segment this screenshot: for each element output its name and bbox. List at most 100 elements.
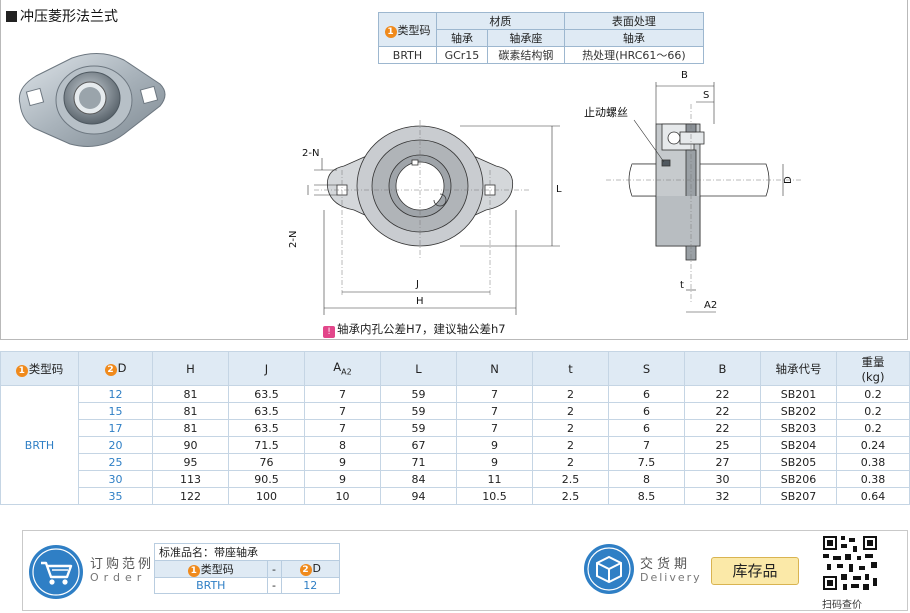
table-cell: 122 — [152, 487, 229, 505]
order-title-en: Order — [90, 571, 147, 584]
badge-2-icon: 2 — [104, 364, 117, 376]
table-cell: 113 — [152, 470, 229, 488]
table-cell: 6 — [608, 419, 685, 437]
table-cell: 81 — [152, 419, 229, 437]
table-cell: 59 — [380, 402, 457, 420]
dim-b: B — [681, 70, 688, 81]
col-header-h: H — [152, 351, 229, 386]
table-cell: SB205 — [760, 453, 837, 471]
material-value: 热处理(HRC61～66) — [563, 46, 705, 64]
side-view-drawing: B S D t A2 止动螺丝 — [584, 70, 801, 313]
dim-t: t — [680, 280, 684, 291]
dim-2n-side: 2-N — [288, 231, 299, 248]
table-cell: 2 — [532, 385, 609, 403]
table-cell: 7.5 — [608, 453, 685, 471]
table-cell: 12 — [78, 385, 153, 403]
table-cell: 2 — [532, 402, 609, 420]
table-cell: 22 — [684, 419, 761, 437]
table-cell: 95 — [152, 453, 229, 471]
front-view-drawing: 2-N 2-N L J H — [288, 120, 562, 315]
table-cell: 8 — [304, 436, 381, 454]
std-name-label: 标准品名：带座轴承 — [154, 543, 340, 561]
table-cell: 17 — [78, 419, 153, 437]
table-cell: 59 — [380, 419, 457, 437]
table-cell: 59 — [380, 385, 457, 403]
dim-s: S — [703, 90, 709, 101]
order-title: 订购范例 — [90, 557, 155, 572]
table-cell: SB202 — [760, 402, 837, 420]
table-cell: 76 — [228, 453, 305, 471]
table-cell: SB201 — [760, 385, 837, 403]
sub-header: 轴承 — [563, 29, 705, 47]
dim-2n-top: 2-N — [302, 148, 319, 159]
table-cell: 81 — [152, 385, 229, 403]
table-cell: 35 — [78, 487, 153, 505]
stock-button[interactable]: 库存品 — [711, 557, 799, 585]
delivery-box-icon — [584, 544, 634, 594]
table-cell: 90 — [152, 436, 229, 454]
table-cell: 0.38 — [836, 470, 910, 488]
table-cell: 94 — [380, 487, 457, 505]
sub-header: 轴承座 — [486, 29, 565, 47]
table-cell: 84 — [380, 470, 457, 488]
table-cell: SB207 — [760, 487, 837, 505]
material-header: 材质 — [436, 12, 565, 30]
col-header-bearing-code: 轴承代号 — [760, 351, 837, 386]
col-header-n: N — [456, 351, 533, 386]
material-value: 碳素结构钢 — [486, 46, 565, 64]
table-cell: 0.24 — [836, 436, 910, 454]
table-cell: 67 — [380, 436, 457, 454]
order-type-value: BRTH — [154, 577, 268, 594]
table-cell: 10 — [304, 487, 381, 505]
table-cell: 9 — [456, 453, 533, 471]
table-cell: 30 — [78, 470, 153, 488]
order-d-value: 12 — [280, 577, 341, 594]
table-cell: 8.5 — [608, 487, 685, 505]
delivery-title: 交货期 — [640, 557, 692, 572]
badge-2-icon: 2 — [299, 564, 312, 576]
sub-header: 轴承 — [436, 29, 488, 47]
table-cell: 100 — [228, 487, 305, 505]
table-cell: 63.5 — [228, 419, 305, 437]
table-cell: 0.64 — [836, 487, 910, 505]
col-header-weight: 重量(kg) — [836, 351, 910, 386]
table-cell: 0.2 — [836, 402, 910, 420]
col-header-t: t — [532, 351, 609, 386]
col-header-b: B — [684, 351, 761, 386]
dim-j: J — [415, 279, 419, 290]
table-cell: 90.5 — [228, 470, 305, 488]
dim-l: L — [556, 184, 562, 195]
badge-1-icon: 1 — [15, 364, 28, 377]
warning-icon: ! — [323, 326, 335, 338]
table-cell: 0.2 — [836, 419, 910, 437]
table-cell: 7 — [304, 385, 381, 403]
table-cell: 7 — [304, 402, 381, 420]
table-cell: 0.38 — [836, 453, 910, 471]
table-cell: 7 — [456, 385, 533, 403]
table-cell: 9 — [304, 470, 381, 488]
table-cell: 2 — [532, 453, 609, 471]
table-cell: 9 — [456, 436, 533, 454]
order-dash: - — [266, 577, 282, 594]
col-header-l: L — [380, 351, 457, 386]
product-photo — [18, 53, 166, 147]
qr-code-icon[interactable] — [821, 534, 879, 592]
table-cell: 8 — [608, 470, 685, 488]
table-cell: 71.5 — [228, 436, 305, 454]
table-cell: 15 — [78, 402, 153, 420]
table-cell: SB203 — [760, 419, 837, 437]
table-cell: 7 — [456, 419, 533, 437]
table-cell: 11 — [456, 470, 533, 488]
table-cell: 81 — [152, 402, 229, 420]
